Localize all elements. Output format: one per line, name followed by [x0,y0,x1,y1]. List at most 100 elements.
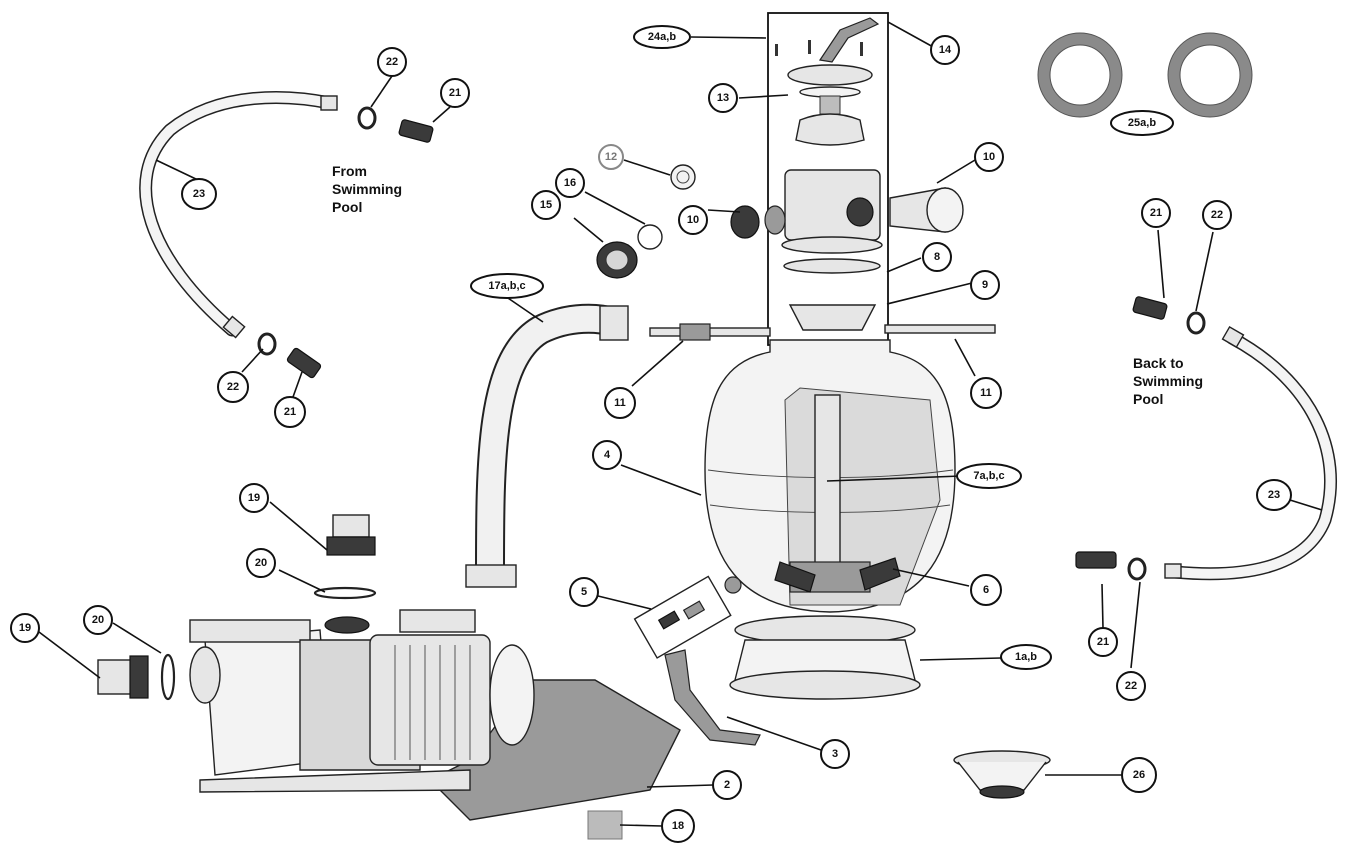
callout-26-label: 26 [1133,769,1145,781]
filter-base [729,615,921,700]
valve-gasket [783,258,881,274]
o-ring [637,224,663,250]
callout-8: 8 [922,242,952,272]
caption-back-to-pool-line-3: Pool [1133,391,1163,407]
callout-5-label: 5 [581,586,587,598]
callout-21-top: 21 [440,78,470,108]
caption-from-pool-line-2: Swimming [332,181,402,197]
callout-23-right: 23 [1256,479,1292,511]
valve-top-cover [787,64,873,146]
callout-23-left-label: 23 [193,188,205,200]
callout-14-label: 14 [939,44,952,56]
callout-22-top: 22 [377,47,407,77]
union-fitting-right [889,187,964,233]
callout-19-top: 19 [239,483,269,513]
callout-23-right-label: 23 [1268,489,1280,501]
callout-16: 16 [555,168,585,198]
valve-adapter [788,304,877,331]
caption-back-to-pool-line-2: Swimming [1133,373,1203,389]
callout-22-left-mid-label: 22 [227,381,239,393]
callout-25ab: 25a,b [1110,110,1174,136]
callout-20-mid: 20 [246,548,276,578]
callout-23-left: 23 [181,178,217,210]
callout-18: 18 [661,809,695,843]
leader-lines [38,21,1323,827]
callout-4: 4 [592,440,622,470]
callout-8-label: 8 [934,251,940,263]
callout-7abc-label: 7a,b,c [973,470,1004,482]
callout-21-top-label: 21 [449,87,461,99]
callout-24ab-label: 24a,b [648,31,676,43]
gasket-ring-2 [1167,32,1253,118]
flexible-hose-17 [465,303,629,588]
callout-11-left-label: 11 [614,397,626,409]
callout-19-top-label: 19 [248,492,260,504]
callout-21-right-top-label: 21 [1150,207,1162,219]
hose-left [139,90,338,339]
hose-clamp-top [357,106,377,130]
hose-clamp-left-mid [257,332,277,356]
callout-5: 5 [569,577,599,607]
callout-2-label: 2 [724,779,730,791]
callout-19-left: 19 [10,613,40,643]
callout-21-left-mid-label: 21 [284,406,296,418]
valve-body [764,169,883,254]
hose-clamp-right-top [1186,311,1206,335]
callout-20-mid-label: 20 [255,557,267,569]
caption-back-to-pool: Back to Swimming Pool [1133,355,1203,407]
callout-4-label: 4 [604,449,611,461]
bracket-3 [664,649,761,746]
tank-clamp-right [884,324,996,334]
caption-from-pool-line-3: Pool [332,199,362,215]
callout-25ab-label: 25a,b [1128,117,1156,129]
pressure-gauge [670,164,696,190]
tank-clamp-left [649,323,771,341]
callout-22-right-bot-label: 22 [1125,680,1137,692]
callout-22-right-bot: 22 [1116,671,1146,701]
callout-2: 2 [712,770,742,800]
callout-17abc-label: 17a,b,c [488,280,525,292]
callout-7abc: 7a,b,c [956,463,1022,489]
callout-16-label: 16 [564,177,576,189]
hose-connector-left-mid [286,347,322,379]
callout-20-left: 20 [83,605,113,635]
callout-21-right-top: 21 [1141,198,1171,228]
strainer-basket-26 [953,750,1051,799]
lateral-assembly [774,557,901,593]
hose-right [1164,325,1338,581]
callout-12-label: 12 [605,151,617,163]
callout-3-label: 3 [832,748,838,760]
o-ring-left-20 [160,653,176,701]
caption-from-pool: From Swimming Pool [332,163,402,215]
caption-from-pool-line-1: From [332,163,367,179]
callout-3: 3 [820,739,850,769]
callout-24ab: 24a,b [633,25,691,49]
callout-6: 6 [970,574,1002,606]
callout-13: 13 [708,83,738,113]
callout-26: 26 [1121,757,1157,793]
o-ring-mid-20 [313,586,377,600]
callout-11-right-label: 11 [980,387,992,399]
hose-clamp-right-bot [1127,557,1147,581]
callout-13-label: 13 [717,92,729,104]
callout-20-left-label: 20 [92,614,104,626]
callout-10-right-label: 10 [983,151,995,163]
callout-9: 9 [970,270,1000,300]
union-fitting-left-19 [97,655,149,699]
hose-connector-right-bot [1075,551,1117,569]
callout-11-left: 11 [604,387,636,419]
bulkhead-fitting [596,241,638,279]
callout-19-left-label: 19 [19,622,31,634]
callout-15-label: 15 [540,199,552,211]
callout-17abc: 17a,b,c [470,273,544,299]
callout-22-right-top-label: 22 [1211,209,1223,221]
callout-18-label: 18 [672,820,684,832]
callout-22-right-top: 22 [1202,200,1232,230]
callout-6-label: 6 [983,584,989,596]
callout-1ab: 1a,b [1000,644,1052,670]
callout-11-right: 11 [970,377,1002,409]
callout-21-right-bot-label: 21 [1097,636,1109,648]
drain-kit [633,575,732,659]
callout-21-right-bot: 21 [1088,627,1118,657]
